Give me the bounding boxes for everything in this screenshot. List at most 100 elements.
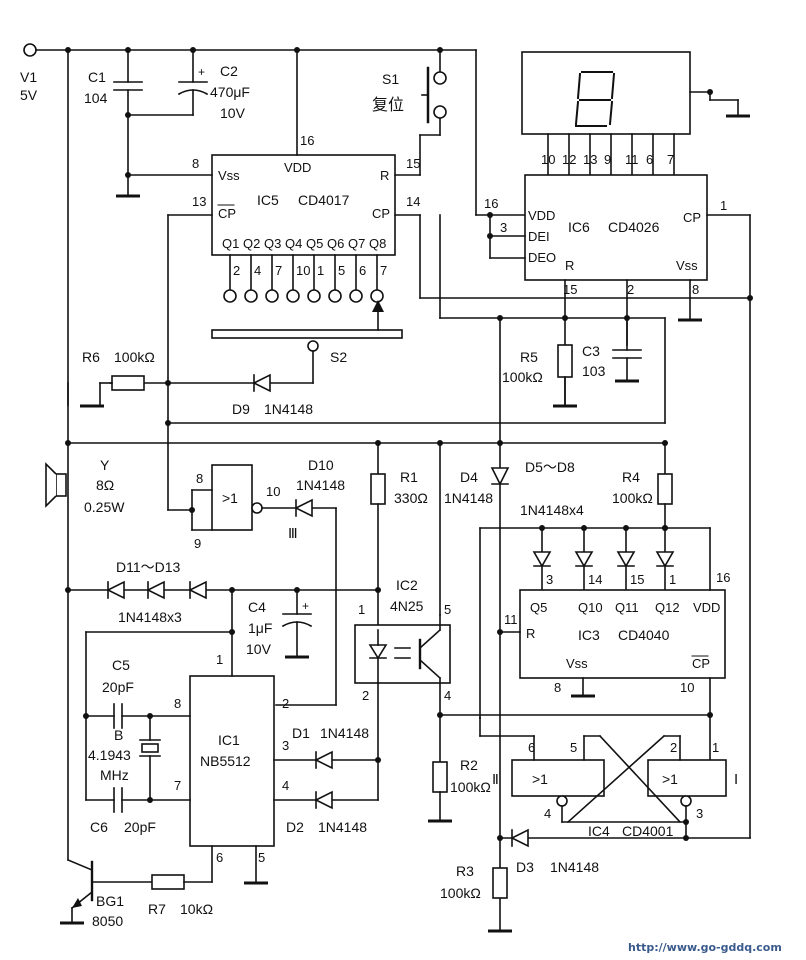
gate3-label: Ⅲ (288, 525, 298, 541)
ic6-dei-pin: 3 (500, 220, 507, 235)
bg1-ref: BG1 (96, 893, 124, 909)
ic6-r-pin: 15 (563, 282, 577, 297)
r7-value: 10kΩ (180, 901, 213, 917)
speaker-ref: Y (100, 457, 110, 473)
watermark-url: http://www.go-gddq.com (628, 941, 782, 954)
ic6-seg-pin: 9 (604, 152, 611, 167)
gate3-pin10: 10 (266, 484, 280, 499)
c1-ref: C1 (88, 69, 106, 85)
ic6-seg-pin: 10 (541, 152, 555, 167)
diode-d6 (574, 551, 594, 568)
ic3-vdd-label: VDD (693, 600, 720, 615)
ic1-pin1: 1 (216, 652, 223, 667)
s2-ref: S2 (330, 349, 347, 365)
s1-ref: S1 (382, 71, 399, 87)
ic5-output-pin: 6 (359, 263, 366, 278)
r2-ref: R2 (460, 757, 478, 773)
ic6-cp-label: CP (683, 210, 701, 225)
capacitor-c1: C1 104 (84, 49, 143, 176)
ic6-seg-pin: 11 (625, 152, 639, 167)
ic3-output-pin: 3 (546, 572, 553, 587)
capacitor-c2: + C2 470μF 10V (127, 49, 250, 121)
d4-part: 1N4148 (444, 490, 493, 506)
capacitor-c4: + C4 1μF 10V (246, 589, 313, 659)
r5-ref: R5 (520, 349, 538, 365)
resistor-r4: R4 100kΩ (612, 442, 673, 531)
ic5-output-pin: 2 (233, 263, 240, 278)
ic5-vdd-label: VDD (284, 160, 311, 175)
gate2-pin4: 4 (544, 806, 551, 821)
resistor-r2: R2 100kΩ (428, 714, 491, 823)
ic5-vss-label: Vss (218, 168, 240, 183)
ic5-vss-pin: 8 (192, 156, 199, 171)
crystal-value: 4.1943 (88, 747, 131, 763)
ic5-r-pin: 15 (406, 156, 420, 171)
gate2-pin5: 5 (570, 740, 577, 755)
capacitor-c6: C6 20pF (85, 787, 191, 835)
r6-ref: R6 (82, 349, 100, 365)
c1-value: 104 (84, 90, 108, 106)
c4-plus: + (302, 599, 309, 613)
ic6-deo-label: DEO (528, 250, 556, 265)
d2-part: 1N4148 (318, 819, 367, 835)
crystal-b: B 4.1943 MHz (88, 715, 161, 801)
ic5-output-terminal[interactable] (370, 289, 384, 303)
ic3-r-pin: 11 (504, 612, 518, 627)
d3-ref: D3 (516, 859, 534, 875)
d1-part: 1N4148 (320, 725, 369, 741)
d10-part: 1N4148 (296, 477, 345, 493)
d4-ref: D4 (460, 469, 478, 485)
ic5-ref: IC5 (257, 192, 279, 208)
ic5-output-pin: 1 (317, 263, 324, 278)
ic5-output-q6: Q6 (327, 236, 344, 251)
ic5-output-q1: Q1 (222, 236, 239, 251)
c2-value: 470μF (210, 84, 250, 100)
bg1-part: 8050 (92, 913, 123, 929)
c6-value: 20pF (124, 819, 156, 835)
ic5-output-q2: Q2 (243, 236, 260, 251)
ic6-seg-pin: 12 (562, 152, 576, 167)
s1-label: 复位 (372, 95, 404, 114)
ic5-cp-label: CP (372, 206, 390, 221)
r3-ref: R3 (456, 863, 474, 879)
gate1-pin3: 3 (696, 806, 703, 821)
d5d8-part: 1N4148x4 (520, 502, 584, 518)
ic6-seg-pin: 13 (583, 152, 597, 167)
ic6-cd4026: VDD DEI DEO IC6 CD4026 CP 1 R Vss 16 3 1… (484, 174, 727, 297)
c4-ref: C4 (248, 599, 266, 615)
r1-value: 330Ω (394, 490, 428, 506)
ic3-output-pin: 14 (588, 572, 602, 587)
ic6-cp-pin: 1 (720, 198, 727, 213)
ic2-pin1: 1 (358, 602, 365, 617)
gate1-label: Ⅰ (734, 771, 738, 787)
ic6-deo-pin: 2 (627, 282, 634, 297)
c2-plus: + (198, 65, 205, 79)
ic5-output-terminal (328, 289, 342, 303)
ic6-dei-label: DEI (528, 229, 550, 244)
r1-ref: R1 (400, 469, 418, 485)
ic6-vdd-label: VDD (528, 208, 555, 223)
ic1-pin7: 7 (174, 778, 181, 793)
ic3-output-pin: 1 (669, 572, 676, 587)
selector-switch-s2[interactable]: S2 (211, 300, 403, 384)
c2-voltage: 10V (220, 105, 246, 121)
gate3-symbol: >1 (222, 490, 238, 506)
c6-ref: C6 (90, 819, 108, 835)
d3-part: 1N4148 (550, 859, 599, 875)
ic5-output-pin: 5 (338, 263, 345, 278)
c4-voltage: 10V (246, 641, 272, 657)
r5-value: 100kΩ (502, 369, 543, 385)
ic3-q5: Q5 (530, 600, 547, 615)
gate2-symbol: >1 (532, 771, 548, 787)
ic3-ref: IC3 (578, 627, 600, 643)
ic3-q12: Q12 (655, 600, 680, 615)
ic1-pin4: 4 (282, 778, 289, 793)
ic5-cp-pin: 14 (406, 194, 420, 209)
ic5-output-terminal (286, 289, 300, 303)
d11d13-ref: D11～D13 (116, 559, 181, 575)
c3-ref: C3 (582, 343, 600, 359)
reset-switch-s1[interactable]: S1 复位 (372, 49, 447, 136)
capacitor-c3: C3 103 (582, 317, 642, 383)
ic1-pin3: 3 (282, 738, 289, 753)
crystal-ref: B (114, 727, 123, 743)
